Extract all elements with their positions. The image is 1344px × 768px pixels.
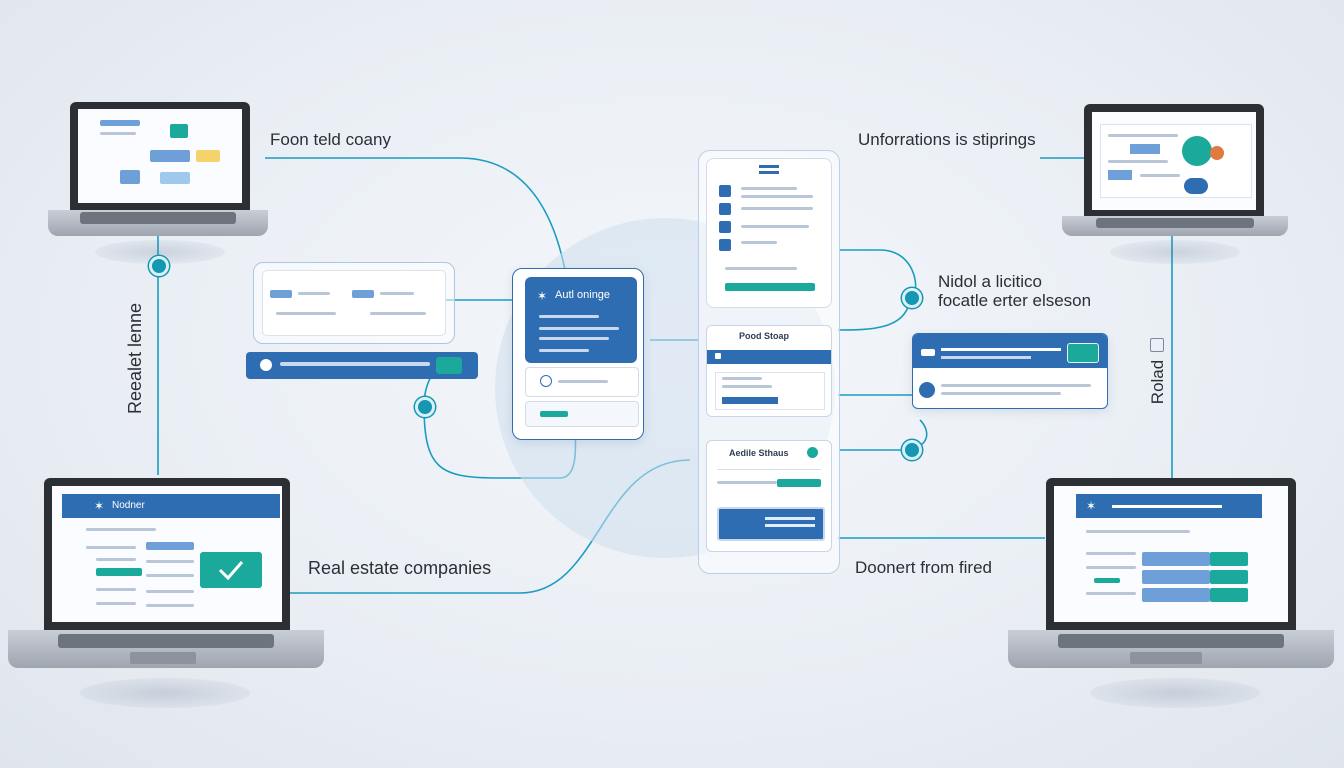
label-mid-right-2: focatle erter elseson [938,291,1092,310]
center-card: ✶ Autl oninge [512,268,644,440]
check-icon [218,561,244,581]
form-card-2: Aedile Sthaus [706,440,832,552]
form-card: Pood Stoap [706,325,832,417]
connector-node [149,256,169,276]
connector-node [902,440,922,460]
form-card-title: Pood Stoap [739,331,789,341]
user-icon [540,375,552,387]
right-card [912,333,1108,409]
label-bottom-left: Real estate companies [308,558,492,578]
browser-window [262,270,446,336]
center-card-title: Autl oninge [555,289,611,301]
search-button[interactable] [436,357,462,374]
label-bottom-right: Doonert from fired [855,558,992,577]
phone-screen-top [706,158,832,308]
lock-icon [807,447,818,458]
eagle-logo-icon: ✶ [1086,499,1097,513]
user-icon [919,382,935,398]
label-left-vertical: Reealet lenne [125,302,146,415]
form-card-2-title: Aedile Sthaus [729,448,789,458]
label-right-vertical: Rolad [1148,359,1168,405]
right-card-badge [1067,343,1099,363]
lock-icon [1150,338,1164,352]
label-top-right: Unforrations is stiprings [858,130,1036,149]
laptop-bl-title: Nodner [112,500,145,511]
label-top-left: Foon teld coany [270,130,391,149]
search-bar[interactable] [246,352,478,379]
check-badge [200,552,262,588]
connector-node [415,397,435,417]
eagle-logo-icon: ✶ [94,499,105,513]
eagle-logo-icon: ✶ [537,289,548,303]
submit-button[interactable] [540,411,568,417]
connector-node [902,288,922,308]
search-icon [260,359,272,371]
label-mid-right-1: Nidol a licitico [938,272,1042,291]
